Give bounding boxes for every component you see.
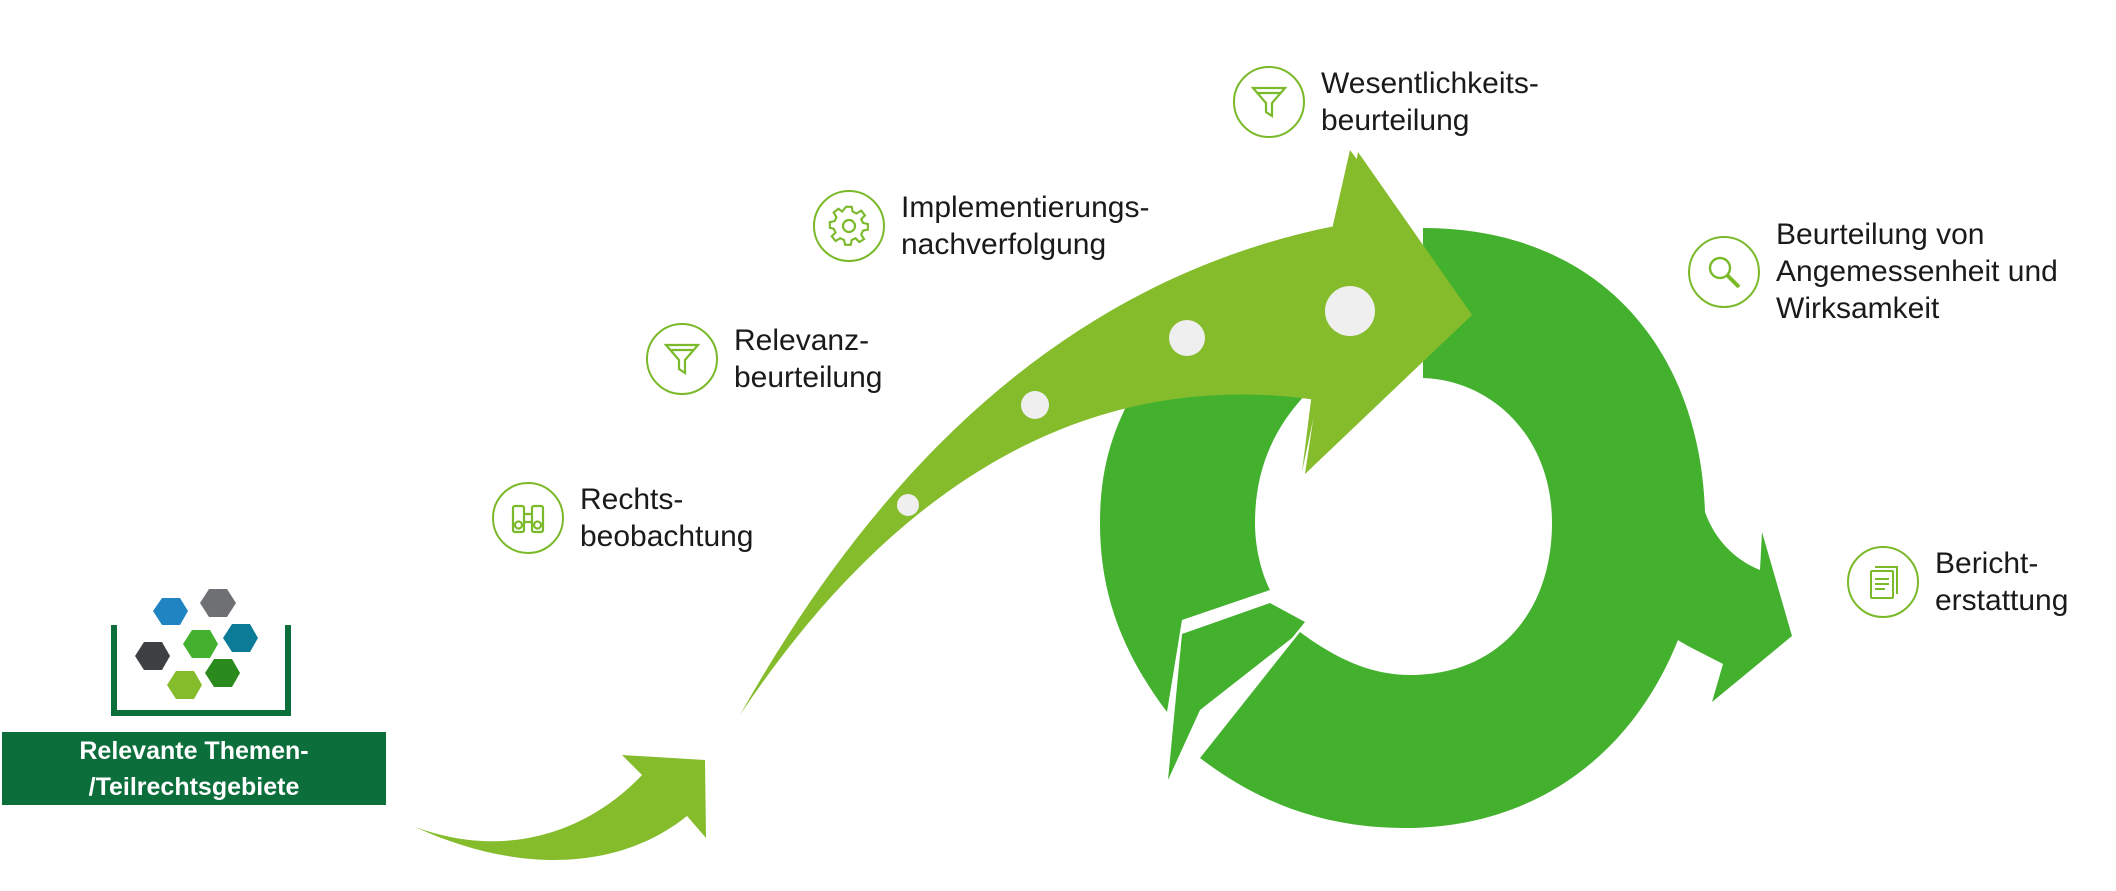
dot	[897, 494, 919, 516]
main-swoosh-arrow	[740, 152, 1472, 715]
step-label-line2: erstattung	[1935, 584, 2069, 617]
topics-label-line1: Relevante Themen-	[79, 736, 309, 765]
step-label-line1: Beurteilung von	[1776, 218, 1985, 251]
dot	[1169, 320, 1205, 356]
dot	[1325, 286, 1375, 336]
hexagon-gray	[200, 589, 236, 617]
step-rechtsbeobachtung: Rechts- beobachtung	[492, 481, 754, 555]
step-label-line1: Bericht-	[1935, 547, 2039, 580]
filter-icon	[1233, 66, 1305, 138]
step-label-line2: beobachtung	[580, 520, 754, 553]
dot	[1021, 391, 1049, 419]
step-label: Relevanz- beurteilung	[734, 322, 882, 396]
step-label-line2: beurteilung	[734, 361, 883, 394]
step-label: Wesentlichkeits- beurteilung	[1321, 65, 1539, 139]
hexagon-lightgreen	[167, 671, 202, 699]
hexagon-green	[183, 630, 218, 658]
step-label-line2: Angemessenheit und	[1776, 255, 2058, 288]
cycle-arrow-right	[1200, 228, 1792, 828]
step-label: Implementierungs- nachverfolgung	[901, 189, 1149, 263]
step-relevanzbeurteilung: Relevanz- beurteilung	[646, 322, 882, 396]
hexagon-cluster	[135, 589, 258, 699]
progress-dots	[897, 286, 1375, 516]
step-label: Bericht- erstattung	[1935, 545, 2068, 619]
step-label-line2: beurteilung	[1321, 104, 1470, 137]
hexagon-teal	[223, 624, 258, 652]
step-wesentlichkeitsbeurteilung: Wesentlichkeits- beurteilung	[1233, 65, 1539, 139]
step-implementierungsnachverfolgung: Implementierungs- nachverfolgung	[813, 189, 1149, 263]
topics-box	[111, 589, 291, 716]
cycle-arrow-left	[1168, 603, 1305, 780]
magnifier-icon	[1688, 235, 1760, 308]
step-label-line1: Wesentlichkeits-	[1321, 67, 1539, 100]
step-berichterstattung: Bericht- erstattung	[1847, 545, 2068, 619]
hexagon-darkgreen	[205, 659, 240, 687]
gear-icon	[813, 190, 885, 262]
step-label-line1: Relevanz-	[734, 324, 870, 357]
step-label-line3: Wirksamkeit	[1776, 292, 1940, 325]
hexagon-blue	[153, 598, 188, 625]
step-beurteilung-angemessenheit: Beurteilung von Angemessenheit und Wirks…	[1688, 216, 2058, 327]
step-label-line2: nachverfolgung	[901, 228, 1107, 261]
topics-label: Relevante Themen- /Teilrechtsgebiete	[2, 732, 386, 805]
filter-icon	[646, 323, 718, 395]
hexagon-dark	[135, 642, 170, 670]
step-label-line1: Implementierungs-	[901, 191, 1150, 224]
topics-label-line2: /Teilrechtsgebiete	[88, 772, 300, 801]
step-label: Rechts- beobachtung	[580, 481, 754, 555]
document-icon	[1847, 546, 1919, 618]
step-label: Beurteilung von Angemessenheit und Wirks…	[1776, 216, 2058, 327]
box-outline	[111, 625, 291, 716]
cycle-arc-left	[1100, 390, 1310, 712]
step-label-line1: Rechts-	[580, 483, 684, 516]
binoculars-icon	[492, 482, 564, 554]
small-swoosh-arrow	[415, 755, 706, 860]
